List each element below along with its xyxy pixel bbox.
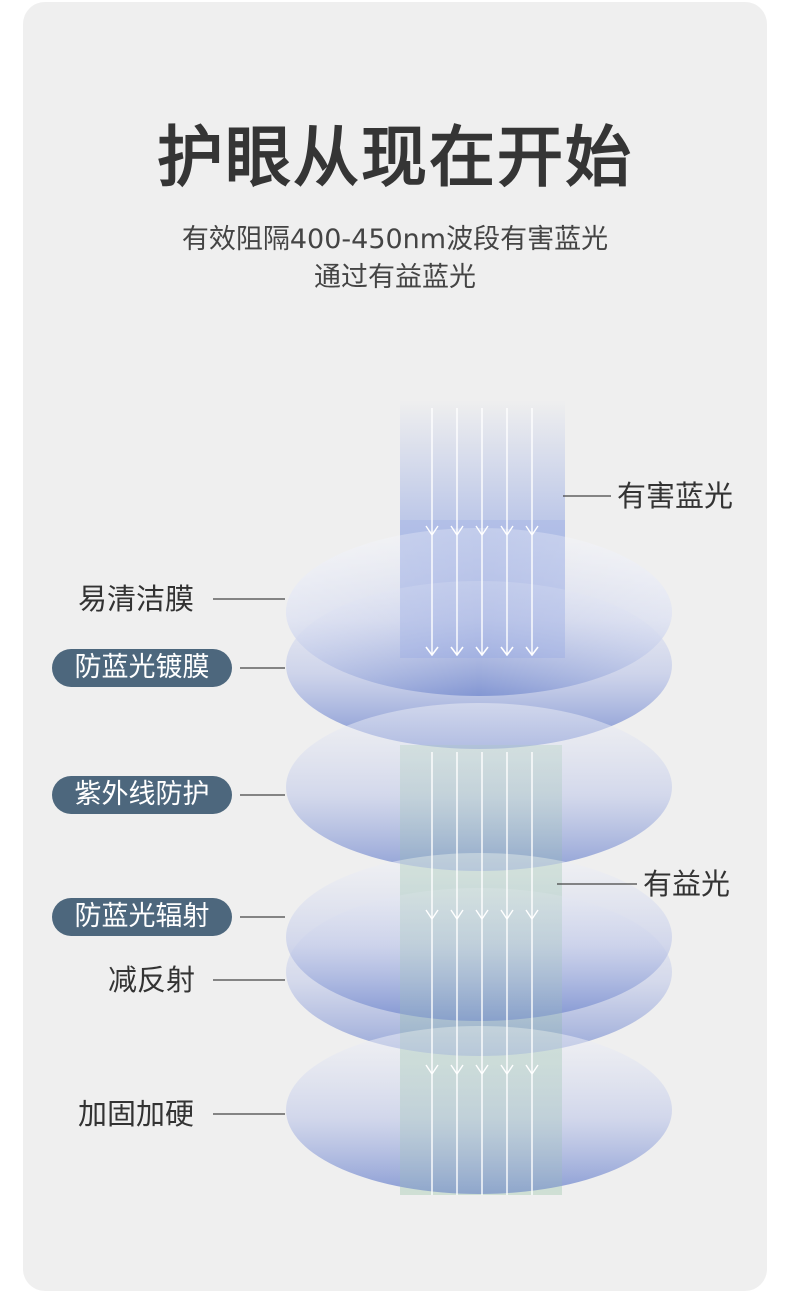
beneficial-light-overlay <box>400 745 562 1195</box>
lens-layer-3 <box>286 703 672 871</box>
layer-label-anti-reflection: 减反射 <box>108 963 196 997</box>
harmful-light-arrows <box>432 408 532 655</box>
subtitle-line-1: 有效阻隔400-450nm波段有害蓝光 <box>181 224 609 255</box>
lens-layer-1-shine <box>286 528 672 696</box>
leader-lines <box>213 495 637 1115</box>
beneficial-light-arrow-heads <box>425 909 539 1076</box>
beneficial-light-arrows <box>431 752 533 1195</box>
lens-layer-4 <box>286 853 672 1021</box>
beneficial-light-label: 有益光 <box>643 867 731 901</box>
layer-label-hardened: 加固加硬 <box>78 1097 195 1131</box>
layer-label-easy-clean: 易清洁膜 <box>78 582 195 616</box>
subtitle-line-2: 通过有益蓝光 <box>314 262 476 293</box>
layer-badge-anti-blue-coating: 防蓝光镀膜 <box>52 649 232 687</box>
layer-badge-anti-blue-radiation: 防蓝光辐射 <box>52 898 232 936</box>
page-title: 护眼从现在开始 <box>157 119 633 196</box>
harmful-light-label: 有害蓝光 <box>617 479 734 513</box>
harmful-light-arrow-heads <box>425 525 539 537</box>
layer-badge-uv-protection: 紫外线防护 <box>52 776 232 814</box>
lens-layer-6 <box>286 1026 672 1194</box>
